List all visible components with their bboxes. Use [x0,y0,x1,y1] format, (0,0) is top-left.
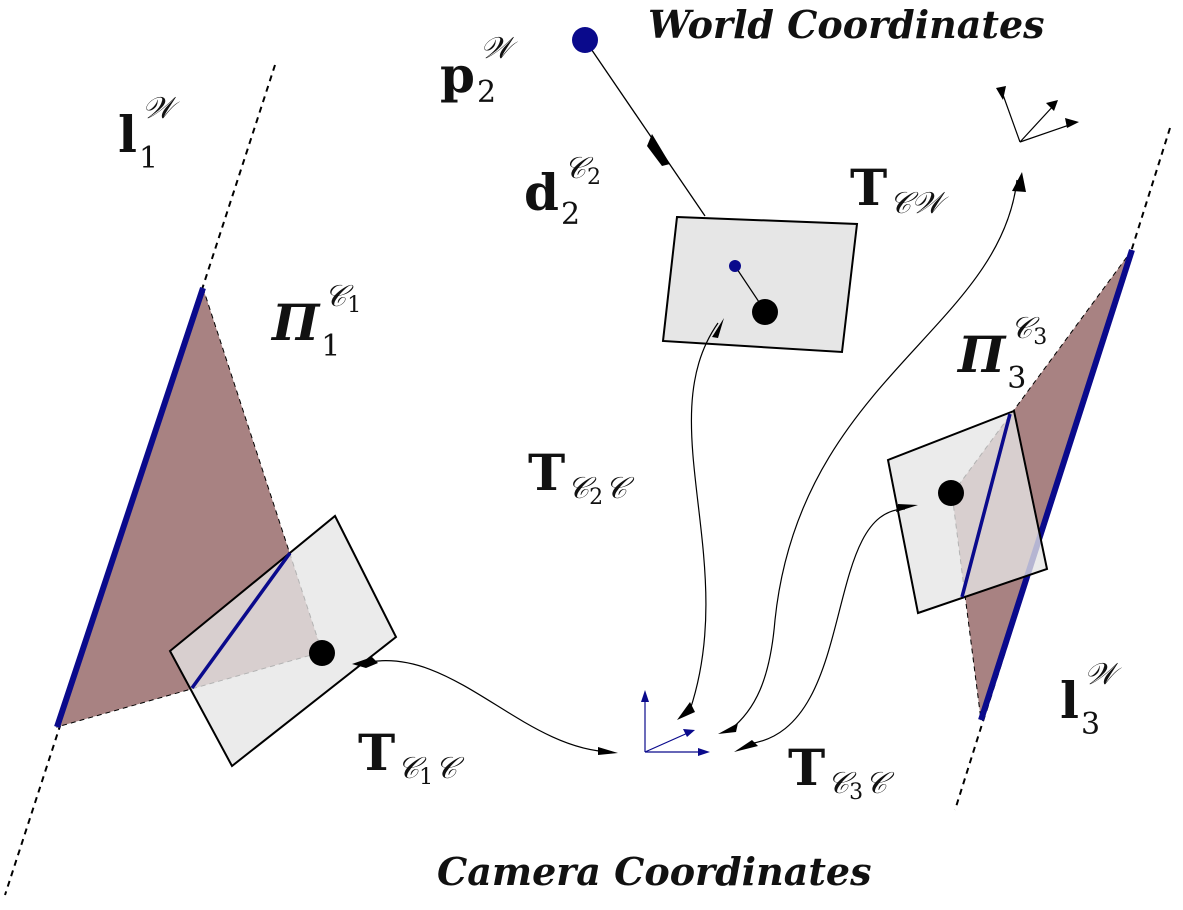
label-tcw-base: T [850,158,887,217]
label-l1-base: l [118,105,137,164]
label-tc1c: T𝒞1𝒞 [358,723,465,790]
label-l1: l1 𝒲 [118,91,180,176]
label-tc1c-sub2: 𝒞 [435,751,465,786]
caption-world-coordinates: World Coordinates [648,2,1045,47]
image-point-c2 [729,260,741,272]
image-plane-c2 [661,215,859,354]
label-pi3-supsub: 3 [1033,325,1047,350]
camera-frame-icon [641,690,710,756]
label-l3: l3 𝒲 [1060,657,1122,742]
arrowhead-tc1c-b [598,747,618,755]
arrowhead-tcw-b [718,723,738,734]
camera-center-c3 [938,480,964,506]
label-d2-sub: 2 [561,197,580,232]
world-frame-icon [996,86,1079,143]
line-l1-dashed [4,64,276,896]
label-l3-sub: 3 [1081,707,1100,742]
transform-curve-tc2c [689,322,719,711]
camera-center-c1 [309,640,335,666]
label-tc2c-subsub: 2 [589,485,603,510]
label-pi1-sub: 1 [321,329,340,364]
label-p2: p2 𝒲 [440,31,518,110]
label-tc1c-subsub: 1 [419,765,433,790]
label-pi1-supsub: 1 [347,293,361,318]
label-p2-sub: 2 [477,75,496,110]
label-pi3-sub: 3 [1007,361,1026,396]
projected-line-c1 [190,551,292,690]
arrowhead-tc2c-a [712,318,724,338]
label-tc3c-sub2: 𝒞 [865,766,895,801]
projected-line-c3 [960,413,1012,598]
label-pi1-base: Π [270,293,321,352]
label-l3-sup: 𝒲 [1084,657,1122,692]
label-tc3c-subsub: 3 [849,780,863,805]
label-d2: d2𝒞2 [524,151,601,232]
label-tc2c: T𝒞2𝒞 [528,443,635,510]
transform-curve-tcw [729,179,1018,731]
camera-center-c2 [752,299,778,325]
label-tc3c: T𝒞3𝒞 [788,738,895,805]
arrowhead-tc1c-a [352,657,378,668]
arrowhead-tc3c-b [734,740,758,752]
world-point-p2 [572,27,598,53]
arrowhead-tcw-a [1012,172,1026,192]
label-d2-base: d [524,163,559,222]
label-d2-supsub: 2 [587,165,601,190]
image-plane-c3 [886,409,1049,615]
direction-ray-d2 [584,39,706,217]
label-l3-base: l [1060,671,1079,730]
label-p2-sup: 𝒲 [480,31,518,66]
arrowhead-tc3c-a [896,504,918,512]
label-l1-sub: 1 [139,141,158,176]
label-pi1: Π1𝒞1 [270,279,361,364]
direction-arrowhead-d2 [647,134,670,166]
arrowhead-tc2c-b [677,702,695,720]
label-pi3-base: Π [956,325,1007,384]
label-tcw-sub: 𝒞𝒲 [889,186,949,221]
transform-curve-tc1c [359,660,613,753]
label-p2-base: p [440,45,475,104]
line-segment-l3 [978,249,1135,721]
label-tc2c-sub2: 𝒞 [605,471,635,506]
caption-camera-coordinates: Camera Coordinates [437,849,871,894]
transform-curve-tc3c [747,508,906,745]
line-segment-l1 [54,287,206,728]
label-tc2c-base: T [528,443,565,502]
label-l1-sup: 𝒲 [142,91,180,126]
image-plane-c1 [168,514,398,768]
label-tc1c-base: T [358,723,395,782]
label-tc3c-base: T [788,738,825,797]
label-tcw: T𝒞𝒲 [850,158,949,221]
